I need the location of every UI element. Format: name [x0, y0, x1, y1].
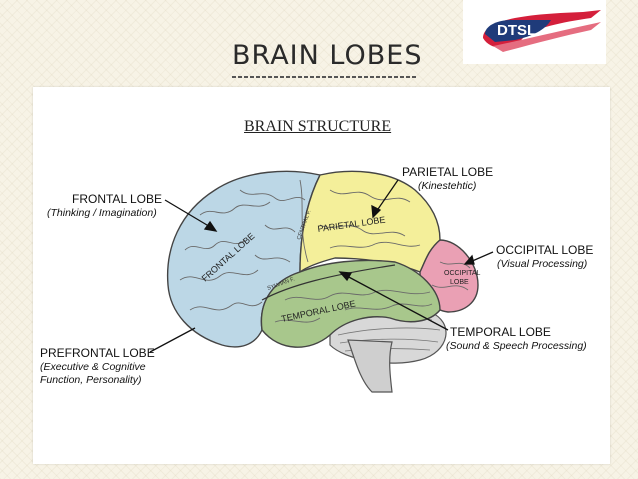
occipital-leader-line: [469, 251, 494, 263]
occipital-arrowhead: [463, 254, 475, 265]
logo-text: DTSL: [497, 22, 536, 39]
temporal-lobe: [260, 259, 441, 348]
frontal-lobe-desc: (Thinking / Imagination): [47, 207, 157, 219]
diagram-title: BRAIN STRUCTURE: [244, 118, 392, 135]
temporal-lobe-label: TEMPORAL LOBE: [450, 325, 551, 339]
temporal-lobe-desc: (Sound & Speech Processing): [446, 340, 587, 352]
frontal-arrowhead: [203, 220, 218, 232]
frontal-leader-line: [164, 199, 213, 229]
prefrontal-lobe-desc-line1: (Executive & Cognitive: [40, 361, 146, 373]
parietal-lobe-label: PARIETAL LOBE: [402, 165, 494, 179]
occipital-lobe-desc: (Visual Processing): [497, 258, 588, 270]
temporal-leader-line: [344, 274, 449, 331]
temporal-arrowhead: [338, 271, 353, 282]
parietal-arrowhead: [371, 204, 382, 219]
title-underline: [232, 76, 418, 78]
occipital-lobe-text-line2: LOBE: [450, 279, 469, 286]
prefrontal-leader-line: [149, 327, 196, 353]
slide-title: BRAIN LOBES: [232, 40, 423, 71]
frontal-lobe-label: FRONTAL LOBE: [72, 192, 163, 206]
parietal-lobe-desc: (Kinestehtic): [418, 180, 477, 192]
prefrontal-lobe-label: PREFRONTAL LOBE: [40, 346, 155, 360]
dtsl-logo: DTSL: [463, 0, 606, 64]
parietal-leader-line: [375, 179, 399, 213]
occipital-lobe-label: OCCIPITAL LOBE: [496, 243, 594, 257]
prefrontal-lobe-desc-line2: Function, Personality): [40, 374, 142, 386]
occipital-lobe-text-line1: OCCIPITAL: [444, 270, 481, 277]
brainstem: [347, 339, 393, 393]
